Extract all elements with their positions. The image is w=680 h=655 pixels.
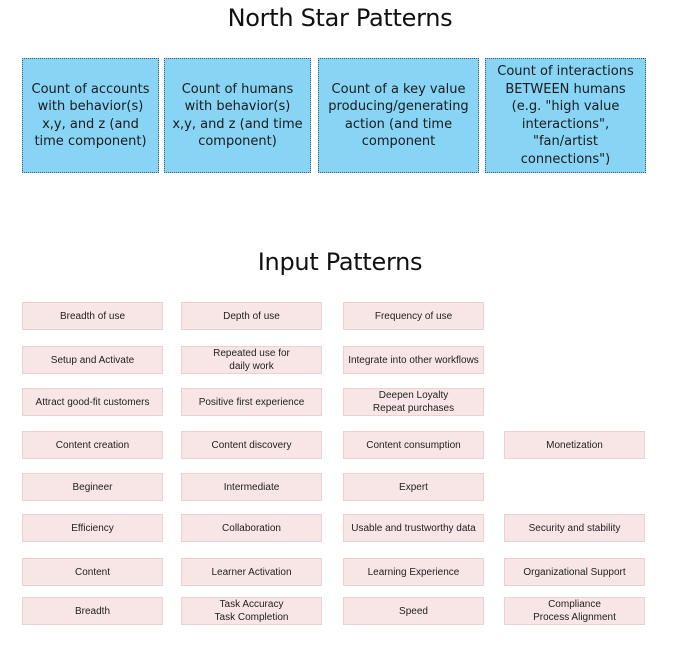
input-pattern-item: Frequency of use <box>343 302 484 330</box>
input-pattern-item: Content discovery <box>181 431 322 459</box>
input-pattern-item: Setup and Activate <box>22 346 163 374</box>
north-star-title: North Star Patterns <box>227 4 453 32</box>
input-pattern-item: Deepen Loyalty Repeat purchases <box>343 388 484 416</box>
input-pattern-item: Content creation <box>22 431 163 459</box>
input-pattern-item: Integrate into other workflows <box>343 346 484 374</box>
input-pattern-item: Task Accuracy Task Completion <box>181 597 322 625</box>
north-star-card-label: Count of a key value producing/generatin… <box>328 81 469 150</box>
input-pattern-item: Repeated use for daily work <box>181 346 322 374</box>
input-pattern-item: Attract good-fit customers <box>22 388 163 416</box>
input-pattern-item: Monetization <box>504 431 645 459</box>
input-pattern-item: Learner Activation <box>181 558 322 586</box>
input-pattern-item: Intermediate <box>181 473 322 501</box>
north-star-card: Count of a key value producing/generatin… <box>318 58 479 173</box>
input-patterns-title: Input Patterns <box>257 248 423 276</box>
north-star-card: Count of accounts with behavior(s) x,y, … <box>22 58 159 173</box>
input-pattern-item: Usable and trustworthy data <box>343 514 484 542</box>
input-pattern-item: Content consumption <box>343 431 484 459</box>
input-pattern-item: Speed <box>343 597 484 625</box>
input-pattern-item: Begineer <box>22 473 163 501</box>
north-star-card-label: Count of accounts with behavior(s) x,y, … <box>31 81 150 150</box>
input-pattern-item: Breadth <box>22 597 163 625</box>
input-pattern-item: Compliance Process Alignment <box>504 597 645 625</box>
input-pattern-item: Collaboration <box>181 514 322 542</box>
north-star-card-label: Count of interactions BETWEEN humans (e.… <box>497 64 634 167</box>
north-star-card: Count of interactions BETWEEN humans (e.… <box>485 58 646 173</box>
north-star-card: Count of humans with behavior(s) x,y, an… <box>164 58 311 173</box>
input-pattern-item: Security and stability <box>504 514 645 542</box>
north-star-card-label: Count of humans with behavior(s) x,y, an… <box>172 81 303 150</box>
input-pattern-item: Breadth of use <box>22 302 163 330</box>
input-pattern-item: Efficiency <box>22 514 163 542</box>
input-pattern-item: Positive first experience <box>181 388 322 416</box>
input-pattern-item: Learning Experience <box>343 558 484 586</box>
input-pattern-item: Expert <box>343 473 484 501</box>
input-pattern-item: Organizational Support <box>504 558 645 586</box>
input-pattern-item: Content <box>22 558 163 586</box>
input-pattern-item: Depth of use <box>181 302 322 330</box>
